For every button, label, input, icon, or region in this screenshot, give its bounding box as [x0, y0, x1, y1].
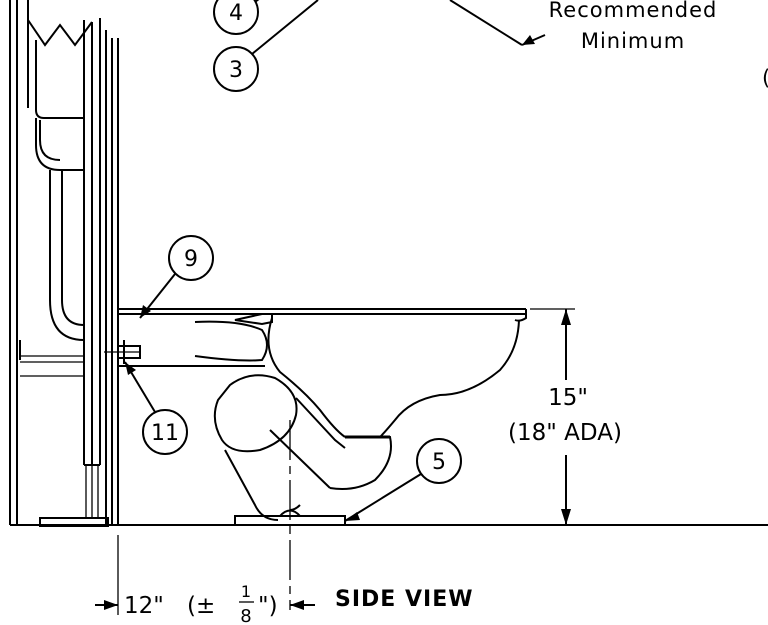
- recommended-label: Recommended: [549, 0, 718, 22]
- callout-11-label: 11: [151, 421, 179, 446]
- callout-4: [213, 0, 260, 35]
- callout-4-label: 4: [229, 1, 243, 26]
- height-dimension: [530, 308, 575, 525]
- wall-carrier: [9, 0, 119, 527]
- recommended-minimum-leader: [449, 0, 546, 46]
- edge-fragment-label: (: [762, 66, 768, 90]
- fraction-numerator: 1: [241, 582, 251, 601]
- callout-5: [344, 438, 462, 522]
- height-ada-label: (18" ADA): [508, 420, 622, 446]
- callout-11: [124, 361, 188, 455]
- rough-in-tolerance-close: "): [258, 593, 278, 619]
- rough-in-dimension: [95, 535, 315, 615]
- callout-3-label: 3: [229, 58, 243, 83]
- callout-5-label: 5: [432, 450, 446, 475]
- callout-9: [139, 235, 214, 319]
- view-title: SIDE VIEW: [335, 587, 474, 612]
- callout-9-label: 9: [184, 247, 198, 272]
- minimum-label: Minimum: [581, 29, 685, 53]
- rough-in-value: 12": [124, 593, 164, 619]
- callout-3: [213, 0, 319, 92]
- height-dimension-label: 15": [548, 385, 588, 411]
- toilet-bowl: [104, 308, 527, 526]
- rough-in-tolerance-open: (±: [187, 593, 215, 619]
- fraction-denominator: 8: [240, 606, 251, 625]
